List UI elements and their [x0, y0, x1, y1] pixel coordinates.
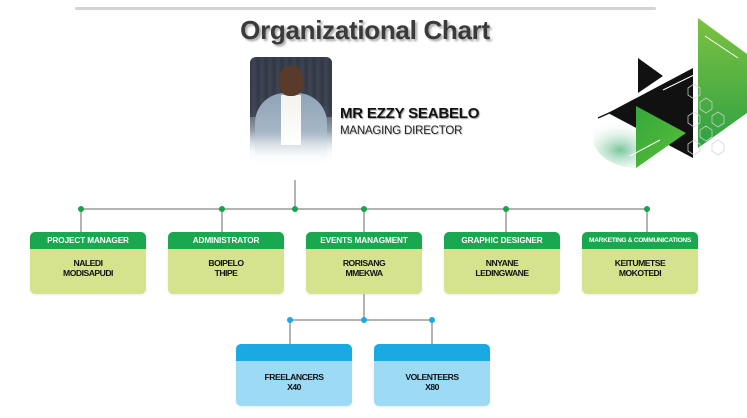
- card-body: RORISANG MMEKWA: [306, 249, 422, 278]
- photo-head: [279, 66, 303, 96]
- page-title: Organizational Chart: [240, 15, 490, 45]
- person-first-name: NALEDI: [73, 258, 104, 268]
- node-dot: [361, 317, 367, 323]
- connector-2: [221, 209, 223, 232]
- person-last-name: MMEKWA: [345, 268, 383, 278]
- connector-4: [505, 209, 507, 232]
- subteam-card-volunteers: VOLENTEERS X80: [374, 344, 490, 406]
- events-connector: [363, 294, 365, 320]
- director-connector: [294, 180, 296, 209]
- director-photo: [250, 57, 332, 165]
- department-card-marketing: MARKETING & COMMUNICATIONS KEITUMETSE MO…: [582, 232, 698, 294]
- subteam-connector-2: [431, 320, 433, 344]
- person-first-name: NNYANE: [485, 258, 519, 268]
- department-card-graphic-designer: GRAPHIC DESIGNER NNYANE LEDINGWANE: [444, 232, 560, 294]
- subteam-connector-1: [289, 320, 291, 344]
- node-dot: [78, 206, 84, 212]
- decorative-triangles-icon: [593, 18, 747, 168]
- card-header: EVENTS MANAGMENT: [306, 232, 422, 249]
- person-first-name: KEITUMETSE: [614, 258, 666, 268]
- node-dot: [361, 206, 367, 212]
- person-last-name: MODISAPUDI: [63, 268, 113, 278]
- card-body: NALEDI MODISAPUDI: [30, 249, 146, 278]
- team-count: X40: [287, 382, 301, 392]
- person-last-name: LEDINGWANE: [475, 268, 529, 278]
- team-count: X80: [425, 382, 439, 392]
- card-header: MARKETING & COMMUNICATIONS: [582, 232, 698, 249]
- person-first-name: RORISANG: [342, 258, 386, 268]
- card-body: NNYANE LEDINGWANE: [444, 249, 560, 278]
- team-name: FREELANCERS: [264, 372, 324, 382]
- card-body: VOLENTEERS X80: [374, 361, 490, 392]
- node-dot: [644, 206, 650, 212]
- node-dot: [503, 206, 509, 212]
- connector-5: [646, 209, 648, 232]
- card-body: FREELANCERS X40: [236, 361, 352, 392]
- person-first-name: BOIPELO: [208, 258, 244, 268]
- department-card-events-management: EVENTS MANAGMENT RORISANG MMEKWA: [306, 232, 422, 294]
- connector-3: [363, 209, 365, 232]
- card-body: KEITUMETSE MOKOTEDI: [582, 249, 698, 278]
- card-header: GRAPHIC DESIGNER: [444, 232, 560, 249]
- connector-1: [80, 209, 82, 232]
- node-dot: [219, 206, 225, 212]
- subteam-card-freelancers: FREELANCERS X40: [236, 344, 352, 406]
- photo-fade: [250, 131, 332, 165]
- node-dot: [292, 206, 298, 212]
- card-header: [236, 344, 352, 361]
- person-last-name: MOKOTEDI: [618, 268, 662, 278]
- card-header: [374, 344, 490, 361]
- node-dot: [287, 317, 293, 323]
- card-header: PROJECT MANAGER: [30, 232, 146, 249]
- director-role: MANAGING DIRECTOR: [340, 125, 463, 137]
- top-divider: [75, 7, 656, 10]
- director-name: MR EZZY SEABELO: [340, 105, 480, 122]
- person-last-name: THIPE: [214, 268, 238, 278]
- department-card-project-manager: PROJECT MANAGER NALEDI MODISAPUDI: [30, 232, 146, 294]
- card-body: BOIPELO THIPE: [168, 249, 284, 278]
- team-name: VOLENTEERS: [405, 372, 459, 382]
- department-card-administrator: ADMINISTRATOR BOIPELO THIPE: [168, 232, 284, 294]
- card-header: ADMINISTRATOR: [168, 232, 284, 249]
- node-dot: [429, 317, 435, 323]
